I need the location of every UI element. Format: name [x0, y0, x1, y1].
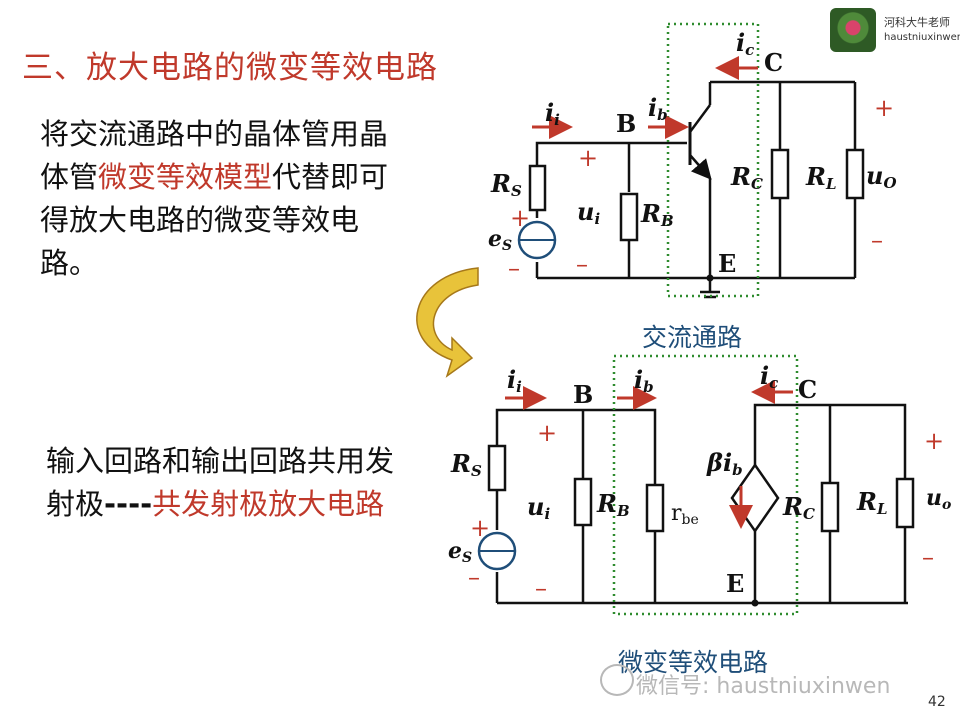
- node-c-top: C: [764, 48, 783, 77]
- es-label-top: eS: [488, 226, 512, 254]
- rb-resistor-top: [619, 192, 639, 242]
- minus-es-bottom: –: [468, 563, 480, 591]
- note-dashes: ----: [104, 487, 153, 521]
- page-title: 三、放大电路的微变等效电路: [22, 50, 438, 86]
- rb-label-top: RB: [640, 199, 674, 230]
- flower-icon: [830, 8, 876, 52]
- note-text-1: 输入回路和输出回路共用发射极: [46, 444, 395, 521]
- author-logo: 河科大牛老师 haustniuxinwen: [830, 8, 960, 52]
- beta-ib-label: βib: [706, 448, 743, 479]
- minus-uo-bottom: –: [922, 543, 934, 571]
- ic-label-bottom: ic: [760, 361, 778, 392]
- note-paragraph: 输入回路和输出回路共用发射极----共发射极放大电路: [46, 440, 406, 526]
- intro-highlight: 微变等效模型: [98, 160, 273, 194]
- transistor-box-top: [666, 22, 760, 298]
- transition-arrow: [416, 267, 479, 378]
- rs-resistor-top: [528, 164, 547, 212]
- rc-resistor-top: [770, 148, 790, 200]
- rl-label-bottom: RL: [856, 487, 888, 518]
- ii-label-top: ii: [545, 98, 560, 129]
- note-highlight: 共发射极放大电路: [152, 487, 385, 521]
- rl-resistor-bottom: [895, 477, 915, 529]
- ic-label-top: ic: [736, 28, 754, 59]
- rbe-resistor: [645, 483, 665, 533]
- minus-uo-top: –: [871, 226, 883, 254]
- rs-label-top: RS: [490, 169, 522, 200]
- plus-es-bottom: +: [470, 514, 490, 542]
- uo-label-top: uO: [866, 161, 897, 192]
- node-b-bottom: B: [573, 380, 593, 409]
- plus-ui-bottom: +: [537, 419, 557, 447]
- rc-label-top: RC: [730, 162, 763, 193]
- plus-ui-top: +: [578, 144, 598, 172]
- rs-resistor-bottom: [487, 444, 507, 492]
- ui-label-bottom: ui: [527, 492, 550, 523]
- node-e-top: E: [718, 249, 736, 278]
- ii-label-bottom: ii: [507, 365, 522, 396]
- logo-line1: 河科大牛老师: [884, 16, 950, 29]
- logo-line2: haustniuxinwen: [884, 32, 960, 43]
- ib-label-top: ib: [648, 93, 668, 124]
- node-b-top: B: [616, 109, 636, 138]
- ib-label-bottom: ib: [634, 365, 654, 396]
- ui-label-top: ui: [577, 197, 600, 228]
- uo-label-bottom: uo: [926, 485, 951, 513]
- node-c-bottom: C: [798, 375, 817, 404]
- watermark: 微信号: haustniuxinwen: [636, 674, 891, 699]
- rbe-label: rbe: [671, 501, 699, 528]
- plus-es-top: +: [510, 204, 530, 232]
- es-label-bottom: eS: [448, 538, 472, 566]
- rc-label-bottom: RC: [782, 492, 815, 523]
- intro-paragraph: 将交流通路中的晶体管用晶体管微变等效模型代替即可得放大电路的微变等效电路。: [40, 113, 390, 285]
- intro-text-2: 代替即可得放大电路的微变等效电路。: [40, 160, 389, 280]
- plus-uo-top: +: [874, 94, 894, 122]
- minus-es-top: –: [508, 254, 520, 282]
- caption-equivalent: 微变等效电路: [618, 648, 769, 677]
- rs-label-bottom: RS: [450, 449, 482, 480]
- page-number: 42: [928, 694, 946, 710]
- rb-label-bottom: RB: [596, 489, 630, 520]
- plus-uo-bottom: +: [924, 427, 944, 455]
- intro-text-1: 将交流通路中的晶体管用晶体管: [40, 117, 389, 194]
- rc-resistor-bottom: [820, 481, 840, 533]
- caption-ac-path: 交流通路: [642, 323, 743, 352]
- rl-label-top: RL: [805, 162, 837, 193]
- minus-ui-bottom: –: [535, 574, 547, 602]
- wechat-icon: [600, 664, 634, 696]
- equivalent-circuit: [495, 403, 908, 605]
- node-e-bottom: E: [726, 569, 744, 598]
- model-box-bottom: [612, 354, 799, 616]
- rb-resistor-bottom: [573, 477, 593, 527]
- minus-ui-top: –: [576, 250, 588, 278]
- rl-resistor-top: [845, 148, 865, 200]
